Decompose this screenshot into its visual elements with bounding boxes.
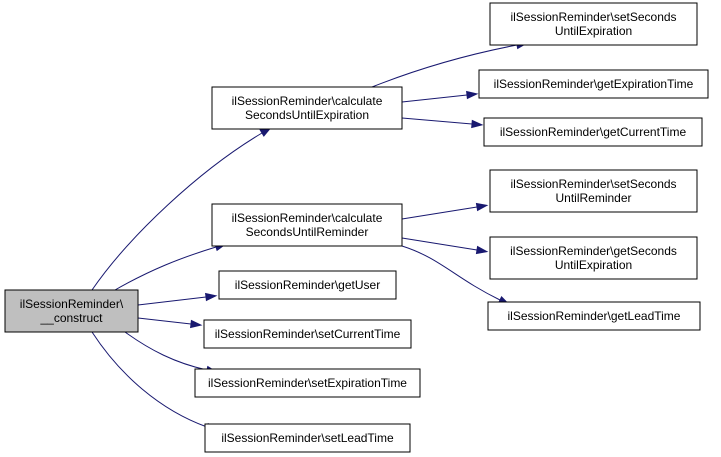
node-set-sec-until-rem[interactable]: ilSessionReminder\setSecondsUntilReminde…	[489, 169, 698, 213]
edge-line	[401, 206, 478, 220]
node-label-line: ilSessionReminder\setCurrentTime	[215, 327, 401, 341]
node-label-line: ilSessionReminder\setLeadTime	[221, 431, 394, 445]
node-label-line: __construct	[39, 311, 103, 325]
node-box[interactable]	[218, 270, 397, 300]
node-set-expiration-time[interactable]: ilSessionReminder\setExpirationTime	[194, 368, 421, 398]
nodes-layer: ilSessionReminder\__constructilSessionRe…	[4, 2, 709, 453]
node-label-line: ilSessionReminder\getSeconds	[510, 244, 677, 258]
edge-construct-to-calc-exp	[91, 127, 272, 291]
node-box[interactable]	[4, 289, 139, 333]
edge-construct-to-set-expiration-time	[124, 331, 219, 374]
arrowhead	[475, 202, 489, 212]
edge-line	[114, 246, 217, 291]
node-label-line: ilSessionReminder\getLeadTime	[508, 309, 681, 323]
node-box[interactable]	[478, 69, 709, 99]
node-box[interactable]	[194, 368, 421, 398]
arrowhead	[471, 119, 484, 129]
node-label-line: ilSessionReminder\getUser	[235, 278, 380, 292]
node-label-line: ilSessionReminder\getCurrentTime	[500, 125, 687, 139]
edge-calc-exp-to-get-current-time	[401, 117, 484, 129]
arrowhead	[466, 90, 479, 100]
node-set-current-time[interactable]: ilSessionReminder\setCurrentTime	[203, 319, 412, 349]
edge-line	[371, 44, 518, 88]
node-label-line: UntilExpiration	[555, 24, 632, 38]
edge-calc-rem-to-set-sec-until-rem	[401, 202, 489, 220]
node-label-line: ilSessionReminder\getExpirationTime	[494, 77, 694, 91]
node-get-current-time[interactable]: ilSessionReminder\getCurrentTime	[483, 117, 703, 147]
node-set-lead-time[interactable]: ilSessionReminder\setLeadTime	[204, 423, 411, 453]
edge-line	[401, 237, 478, 251]
node-calc-rem[interactable]: ilSessionReminder\calculateSecondsUntilR…	[211, 203, 403, 247]
node-box[interactable]	[483, 117, 703, 147]
node-label-line: ilSessionReminder\setExpirationTime	[208, 376, 407, 390]
node-box[interactable]	[489, 2, 698, 46]
node-get-user[interactable]: ilSessionReminder\getUser	[218, 270, 397, 300]
edge-calc-exp-to-get-expiration-time	[401, 90, 479, 103]
edge-construct-to-get-user	[137, 292, 218, 306]
node-label-line: UntilReminder	[555, 191, 631, 205]
edge-calc-rem-to-get-sec-until-exp	[401, 237, 489, 255]
node-get-lead-time[interactable]: ilSessionReminder\getLeadTime	[487, 301, 701, 331]
node-calc-exp[interactable]: ilSessionReminder\calculateSecondsUntilE…	[211, 86, 403, 130]
edge-line	[91, 331, 208, 428]
edge-line	[401, 117, 473, 125]
node-label-line: SecondsUntilReminder	[246, 225, 369, 239]
node-box[interactable]	[489, 169, 698, 213]
edge-line	[401, 245, 501, 301]
node-label-line: ilSessionReminder\setSeconds	[510, 10, 676, 24]
edge-line	[401, 94, 468, 103]
node-label-line: ilSessionReminder\calculate	[232, 94, 383, 108]
arrowhead	[475, 245, 489, 255]
node-label-line: ilSessionReminder\	[20, 297, 124, 311]
edge-line	[137, 317, 192, 325]
edge-line	[124, 331, 208, 371]
node-get-sec-until-exp[interactable]: ilSessionReminder\getSecondsUntilExpirat…	[489, 236, 698, 280]
node-label-line: ilSessionReminder\calculate	[232, 211, 383, 225]
edge-construct-to-set-current-time	[137, 317, 203, 329]
node-label-line: UntilExpiration	[555, 258, 632, 272]
node-construct[interactable]: ilSessionReminder\__construct	[4, 289, 139, 333]
node-box[interactable]	[204, 423, 411, 453]
arrowhead	[205, 292, 218, 302]
node-box[interactable]	[203, 319, 412, 349]
edge-line	[91, 132, 263, 291]
edge-line	[137, 296, 207, 306]
node-label-line: SecondsUntilExpiration	[245, 108, 369, 122]
node-box[interactable]	[487, 301, 701, 331]
arrowhead	[190, 319, 203, 329]
node-box[interactable]	[489, 236, 698, 280]
node-get-expiration-time[interactable]: ilSessionReminder\getExpirationTime	[478, 69, 709, 99]
node-box[interactable]	[211, 86, 403, 130]
node-label-line: ilSessionReminder\setSeconds	[510, 177, 676, 191]
node-set-sec-until-exp[interactable]: ilSessionReminder\setSecondsUntilExpirat…	[489, 2, 698, 46]
node-box[interactable]	[211, 203, 403, 247]
edge-construct-to-calc-rem	[114, 243, 228, 291]
